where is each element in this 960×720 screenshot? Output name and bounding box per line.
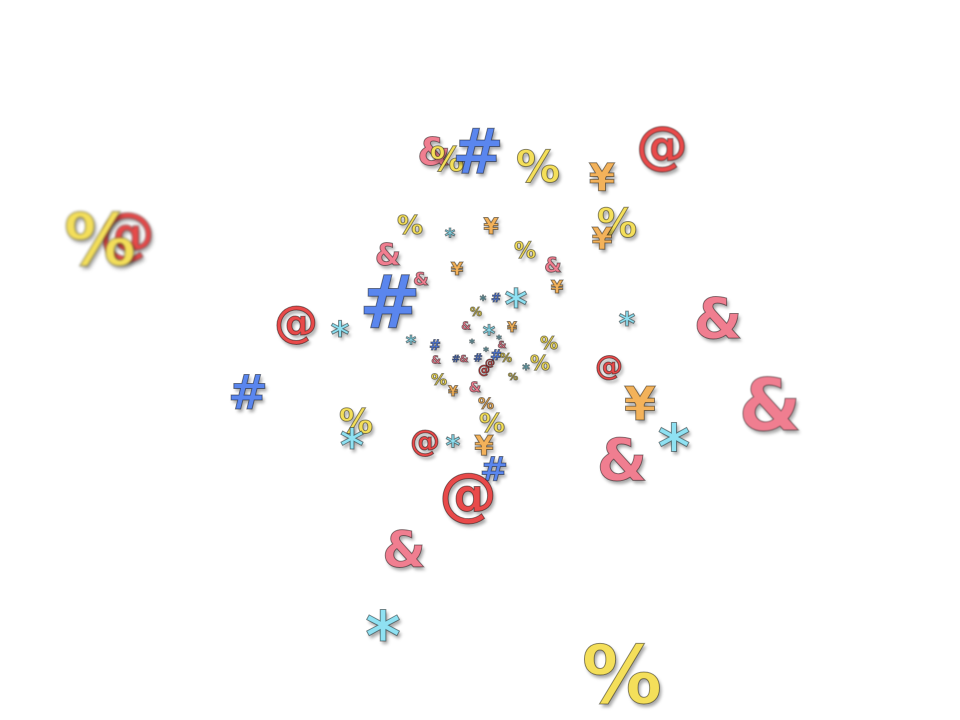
- asterisk-symbol: *: [444, 224, 456, 248]
- at-symbol: @: [485, 358, 496, 369]
- percent-symbol: %: [338, 402, 374, 442]
- ampersand-symbol: &: [382, 521, 427, 579]
- asterisk-symbol: *: [482, 320, 496, 348]
- ampersand-symbol: &: [459, 354, 469, 365]
- asterisk-symbol: *: [339, 419, 365, 473]
- percent-symbol: %: [596, 201, 638, 247]
- ampersand-symbol: &: [461, 319, 472, 333]
- percent-symbol: %: [429, 140, 465, 180]
- ampersand-symbol: &: [596, 426, 648, 494]
- yen-symbol: ¥: [450, 259, 464, 280]
- percent-symbol: %: [507, 372, 519, 383]
- ampersand-symbol: &: [693, 287, 743, 352]
- at-symbol: @: [636, 116, 689, 176]
- ampersand-symbol: &: [417, 130, 451, 174]
- at-symbol: @: [99, 201, 156, 266]
- asterisk-symbol: *: [445, 429, 461, 462]
- at-symbol: @: [595, 349, 624, 382]
- asterisk-symbol: *: [405, 331, 417, 355]
- percent-symbol: %: [581, 629, 663, 720]
- percent-symbol: %: [499, 351, 513, 365]
- yen-symbol: ¥: [591, 222, 613, 257]
- percent-symbol: %: [430, 370, 448, 389]
- asterisk-symbol: *: [522, 362, 530, 378]
- percent-symbol: %: [529, 351, 551, 375]
- ampersand-symbol: &: [431, 353, 442, 367]
- percent-symbol: %: [469, 305, 483, 319]
- yen-symbol: ¥: [474, 429, 495, 462]
- ampersand-symbol: &: [497, 340, 507, 351]
- at-symbol: @: [410, 424, 441, 459]
- asterisk-symbol: *: [330, 315, 350, 356]
- at-symbol: @: [439, 460, 498, 528]
- asterisk-symbol: *: [618, 305, 636, 343]
- hash-symbol: #: [479, 450, 509, 490]
- yen-symbol: ¥: [507, 320, 518, 336]
- hash-symbol: #: [451, 354, 461, 365]
- asterisk-symbol: *: [657, 411, 691, 484]
- asterisk-symbol: *: [504, 280, 528, 331]
- hash-symbol: #: [490, 291, 502, 305]
- ampersand-symbol: &: [544, 253, 562, 277]
- hash-symbol: #: [473, 351, 483, 365]
- yen-symbol: %: [477, 394, 495, 413]
- ampersand-symbol: &: [738, 363, 802, 447]
- hash-symbol: #: [490, 348, 503, 364]
- ampersand-symbol: &: [413, 269, 430, 290]
- percent-symbol: %: [396, 211, 424, 241]
- percent-symbol: %: [63, 198, 137, 282]
- yen-symbol: ¥: [623, 377, 657, 431]
- percent-symbol: %: [513, 239, 537, 264]
- yen-symbol: ¥: [483, 215, 499, 240]
- hash-symbol: #: [452, 115, 505, 188]
- percent-symbol: %: [478, 409, 506, 439]
- at-symbol: @: [478, 363, 491, 377]
- hash-symbol: #: [358, 260, 422, 346]
- asterisk-symbol: *: [469, 338, 475, 349]
- asterisk-symbol: *: [365, 598, 402, 677]
- asterisk-symbol: *: [496, 334, 502, 345]
- percent-symbol: %: [515, 142, 561, 193]
- yen-symbol: ¥: [588, 156, 616, 200]
- hash-symbol: #: [227, 365, 269, 421]
- ampersand-symbol: &: [374, 238, 402, 273]
- at-symbol: @: [274, 297, 319, 348]
- hash-symbol: #: [429, 338, 442, 354]
- ampersand-symbol: &: [468, 380, 482, 396]
- percent-symbol: %: [539, 333, 559, 354]
- yen-symbol: ¥: [550, 277, 564, 298]
- yen-symbol: ¥: [448, 384, 459, 400]
- asterisk-symbol: *: [479, 293, 487, 307]
- asterisk-symbol: *: [483, 346, 489, 357]
